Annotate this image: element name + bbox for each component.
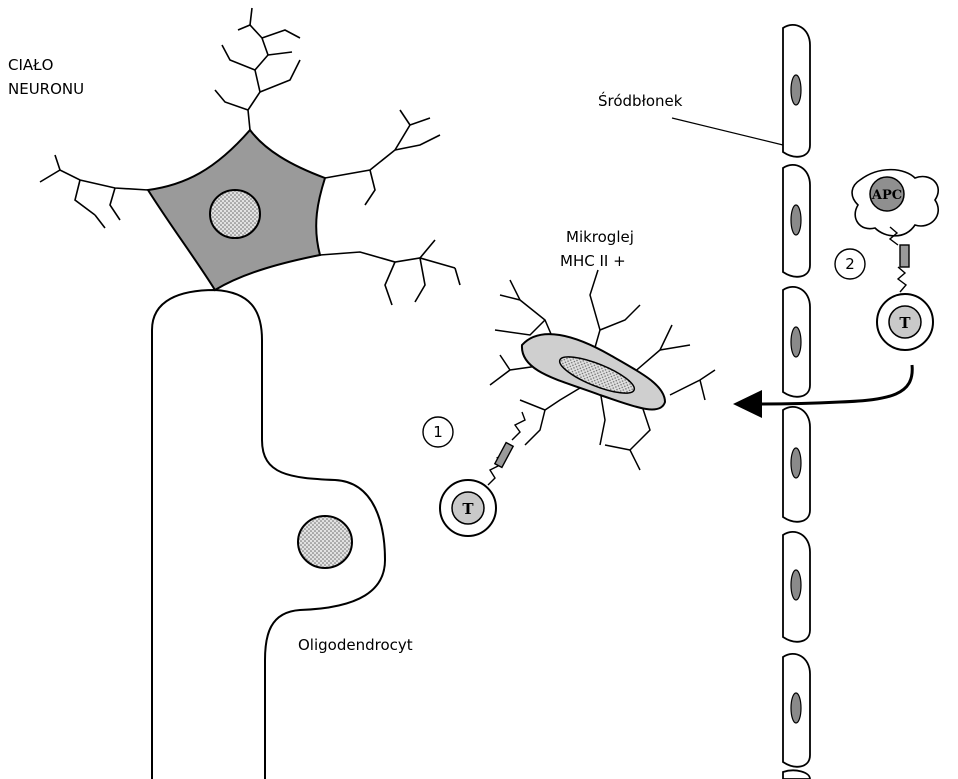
t-cell-1-receptor xyxy=(488,412,525,485)
neuron xyxy=(40,8,460,305)
apc-receptor xyxy=(890,227,909,292)
oligodendrocyte-label: Oligodendrocyt xyxy=(298,636,413,654)
microglia-label-line2: MHC II + xyxy=(560,252,626,270)
oligodendrocyte-nucleus xyxy=(298,516,352,568)
endothelium-pointer xyxy=(672,118,783,145)
neuron-label-line1: CIAŁO xyxy=(8,56,53,74)
apc-label: APC xyxy=(871,188,902,203)
endothelial-nucleus xyxy=(791,327,801,357)
t-cell-2: T xyxy=(877,294,933,350)
t-cell-1-label: T xyxy=(462,500,474,518)
marker-1: 1 xyxy=(423,417,453,447)
neuron-label-line2: NEURONU xyxy=(8,80,84,98)
endothelial-nucleus xyxy=(791,75,801,105)
marker-2-label: 2 xyxy=(845,255,855,273)
neuron-nucleus xyxy=(210,190,260,238)
endothelial-cell xyxy=(783,770,810,779)
marker-2: 2 xyxy=(835,249,865,279)
endothelial-nucleus xyxy=(791,205,801,235)
endothelium-label: Śródbłonek xyxy=(598,91,683,110)
endothelial-nucleus xyxy=(791,570,801,600)
endothelial-nucleus xyxy=(791,448,801,478)
microglia-label-line1: Mikroglej xyxy=(566,228,634,246)
migration-arrowhead xyxy=(733,390,762,418)
marker-1-label: 1 xyxy=(433,423,443,441)
endothelial-nucleus xyxy=(791,693,801,723)
t-cell-2-label: T xyxy=(899,314,911,332)
apc-cell: APC xyxy=(852,170,938,292)
microglia xyxy=(490,270,715,470)
